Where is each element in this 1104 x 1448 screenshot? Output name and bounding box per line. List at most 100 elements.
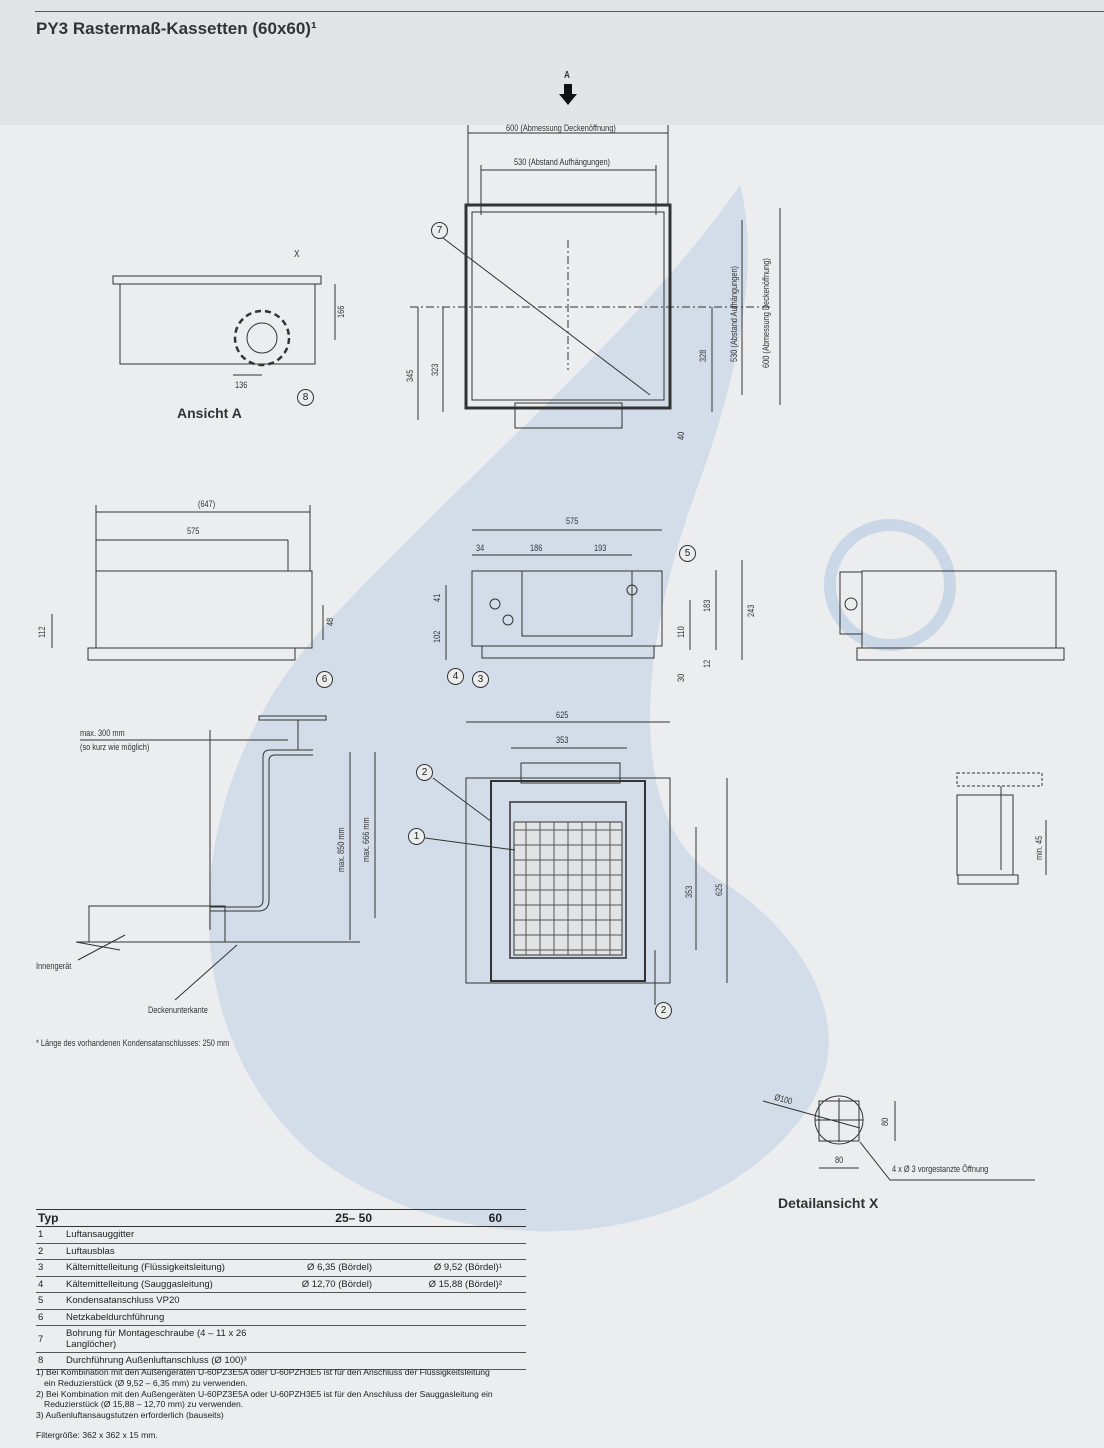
installation-diagram: [75, 715, 376, 1001]
row-value-60: [406, 1352, 526, 1370]
dim-102: 102: [432, 630, 442, 643]
max-666-label: max. 666 mm: [361, 817, 371, 862]
header-typ: Typ: [36, 1209, 286, 1227]
row-number: 4: [36, 1276, 64, 1293]
row-number: 3: [36, 1259, 64, 1277]
detail-x: [762, 1095, 1035, 1181]
table-header: Typ 25– 50 60: [36, 1209, 526, 1227]
dim-min-45: min. 45: [1034, 835, 1044, 860]
caption-ansicht-a: Ansicht A: [177, 405, 242, 421]
arrow-a-icon: [559, 84, 577, 105]
row-label: Durchführung Außenluftanschluss (Ø 100)³: [64, 1352, 286, 1370]
header-60: 60: [406, 1209, 526, 1227]
row-label: Bohrung für Montageschraube (4 – 11 x 26…: [64, 1325, 286, 1353]
row-number: 2: [36, 1243, 64, 1260]
row-value-60: [406, 1292, 526, 1310]
row-number: 5: [36, 1292, 64, 1310]
dim-41: 41: [432, 593, 442, 602]
view-a: [112, 275, 336, 376]
dim-328: 328: [698, 349, 708, 362]
bottom-view: [424, 721, 728, 1005]
header-rule: [35, 11, 1104, 12]
row-value-60: Ø 9,52 (Bördel)¹: [406, 1259, 526, 1277]
footnote-1-cont: ein Reduzierstück (Ø 9,52 – 6,35 mm) zu …: [44, 1377, 248, 1388]
dim-30: 30: [676, 673, 686, 682]
dim-345: 345: [405, 369, 415, 382]
dim-353-width: 353: [556, 735, 569, 745]
row-value-60: [406, 1243, 526, 1260]
top-view: [410, 125, 781, 429]
deckenunterkante-label: Deckenunterkante: [148, 1005, 208, 1015]
callout-3: 3: [472, 671, 489, 688]
footnote-2: 2) Bei Kombination mit den Außengeräten …: [36, 1388, 493, 1399]
detail-right: [956, 772, 1047, 885]
footnote-2-cont: Reduzierstück (Ø 15,88 – 12,70 mm) zu ve…: [44, 1399, 244, 1410]
dim-110: 110: [676, 626, 686, 638]
max-850-label: max. 850 mm: [336, 827, 346, 872]
row-value-60: Ø 15,88 (Bördel)²: [406, 1276, 526, 1293]
dim-166: 166: [336, 305, 346, 318]
row-label: Kondensatanschluss VP20: [64, 1292, 286, 1310]
side-view-middle: [445, 529, 743, 660]
filter-size: Filtergröße: 362 x 362 x 15 mm.: [36, 1430, 158, 1440]
callout-2-bottom: 2: [655, 1002, 672, 1019]
callout-6: 6: [316, 671, 333, 688]
callout-2-top: 2: [416, 764, 433, 781]
row-value-25-50: [286, 1309, 406, 1326]
row-label: Luftausblas: [64, 1243, 286, 1260]
dim-625-height: 625: [714, 883, 724, 896]
dim-12: 12: [702, 659, 712, 668]
dim-40: 40: [676, 431, 686, 440]
dim-136: 136: [235, 380, 248, 390]
row-value-25-50: [286, 1352, 406, 1370]
dim-600-width: 600 (Abmessung Deckenöffnung): [506, 123, 616, 133]
row-value-60: [406, 1309, 526, 1326]
header-25-50: 25– 50: [286, 1209, 406, 1227]
dim-186: 186: [530, 543, 543, 553]
callout-8: 8: [297, 389, 314, 406]
row-number: 1: [36, 1226, 64, 1244]
side-view-left: [51, 505, 324, 661]
dim-80-width: 80: [835, 1155, 844, 1165]
row-number: 8: [36, 1352, 64, 1370]
holes-label: 4 x Ø 3 vorgestanzte Öffnung: [892, 1164, 989, 1174]
row-value-25-50: [286, 1325, 406, 1353]
callout-4: 4: [447, 668, 464, 685]
header-band: [0, 0, 1104, 125]
row-value-60: [406, 1325, 526, 1353]
side-view-right: [839, 570, 1065, 661]
x-label: X: [294, 249, 300, 260]
dim-183: 183: [702, 599, 712, 612]
dim-530-height: 530 (Abstand Aufhängungen): [729, 265, 739, 362]
callout-7: 7: [431, 222, 448, 239]
callout-1: 1: [408, 828, 425, 845]
condensate-footnote: * Länge des vorhandenen Kondensatanschlu…: [36, 1038, 230, 1048]
row-value-60: [406, 1226, 526, 1244]
row-label: Kältemittelleitung (Flüssigkeitsleitung): [64, 1259, 286, 1277]
row-label: Luftansauggitter: [64, 1226, 286, 1244]
dim-530-width: 530 (Abstand Aufhängungen): [514, 157, 611, 167]
row-number: 6: [36, 1309, 64, 1326]
row-value-25-50: Ø 6,35 (Bördel): [286, 1259, 406, 1277]
dim-600-height: 600 (Abmessung Deckenöffnung): [761, 258, 771, 368]
dim-625-width: 625: [556, 710, 569, 720]
caption-detailansicht-x: Detailansicht X: [778, 1195, 879, 1211]
footnote-1: 1) Bei Kombination mit den Außengeräten …: [36, 1367, 490, 1377]
footnote-3: 3) Außenluftansaugstutzen erforderlich (…: [36, 1410, 224, 1421]
arrow-a-label: A: [564, 70, 570, 81]
dim-48: 48: [325, 617, 335, 626]
max-300-label: max. 300 mm: [80, 728, 125, 738]
dim-80-height: 80: [880, 1117, 890, 1126]
row-value-25-50: [286, 1292, 406, 1310]
dim-353-height: 353: [684, 885, 694, 898]
row-value-25-50: [286, 1226, 406, 1244]
so-kurz-label: (so kurz wie möglich): [80, 742, 150, 752]
